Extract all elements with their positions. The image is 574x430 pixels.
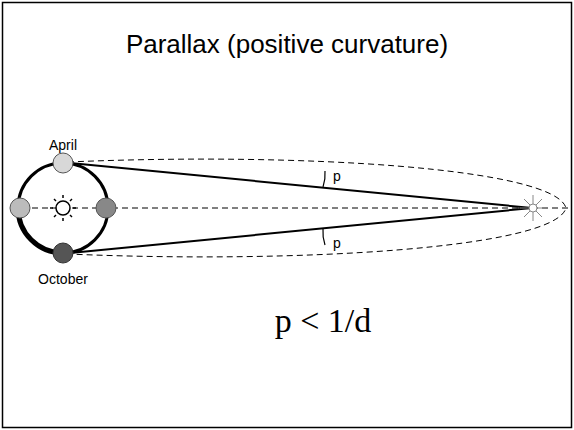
diagram-title: Parallax (positive curvature) [126,31,448,57]
formula-text: p < 1/d [275,304,372,338]
month-label: April [49,138,77,152]
angle-label: p [333,236,341,250]
angle-label: p [333,169,341,183]
month-label: October [38,272,88,286]
